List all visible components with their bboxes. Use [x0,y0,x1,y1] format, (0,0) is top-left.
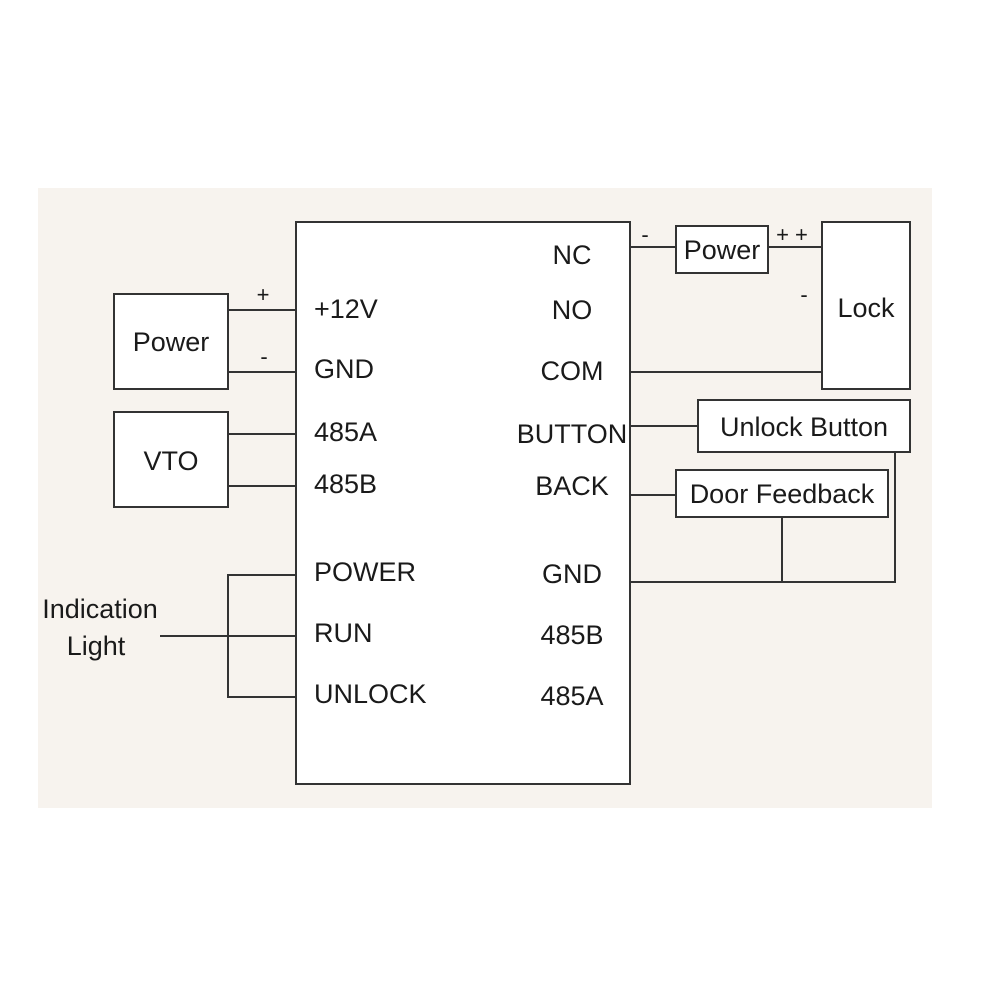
power-left-device: Power [113,293,229,390]
power-right-plus-signs: + + [776,222,808,247]
wires [160,246,896,698]
power-left-minus-sign: - [260,344,267,369]
indication-light-label: Indication Light [42,594,158,661]
controller-right-pins: NC NO COM BUTTON BACK GND 485B 485A [517,240,628,711]
pin-485b-right: 485B [540,620,603,650]
indication-light-line2: Light [67,631,126,661]
pin-12v: +12V [314,294,378,324]
vto-device: VTO [113,411,229,508]
unlock-button-label: Unlock Button [720,412,888,442]
pin-no: NO [552,295,593,325]
pin-gnd-left: GND [314,354,374,384]
unlock-button-box [697,399,911,453]
power-right-label: Power [684,235,761,265]
pin-gnd-right: GND [542,559,602,589]
door-feedback-device: Door Feedback [675,469,889,518]
door-feedback-box [675,469,889,518]
controller-left-pins: +12V GND 485A 485B POWER RUN UNLOCK [314,294,427,709]
wire-gnd-bus [630,452,896,583]
unlock-button-device: Unlock Button [697,399,911,453]
door-feedback-label: Door Feedback [690,479,875,509]
pin-back: BACK [535,471,609,501]
pin-unlock: UNLOCK [314,679,427,709]
pin-com: COM [541,356,604,386]
pin-run: RUN [314,618,373,648]
indication-light-line1: Indication [42,594,158,624]
pin-485a-right: 485A [540,681,603,711]
power-right-box [675,225,769,274]
lock-device: Lock [821,221,911,390]
power-right-device: Power [675,225,769,274]
vto-label: VTO [143,446,198,476]
lock-label: Lock [837,293,895,323]
power-left-label: Power [133,327,210,357]
power-left-box [113,293,229,390]
power-left-plus-sign: + [257,282,270,307]
controller-box [295,221,631,785]
pin-button: BUTTON [517,419,628,449]
pin-power: POWER [314,557,416,587]
pin-485a-left: 485A [314,417,377,447]
vto-box [113,411,229,508]
lock-box [821,221,911,390]
pin-nc: NC [553,240,592,270]
nc-minus-sign: - [641,222,648,247]
lock-minus-sign: - [800,282,807,307]
pin-485b-left: 485B [314,469,377,499]
